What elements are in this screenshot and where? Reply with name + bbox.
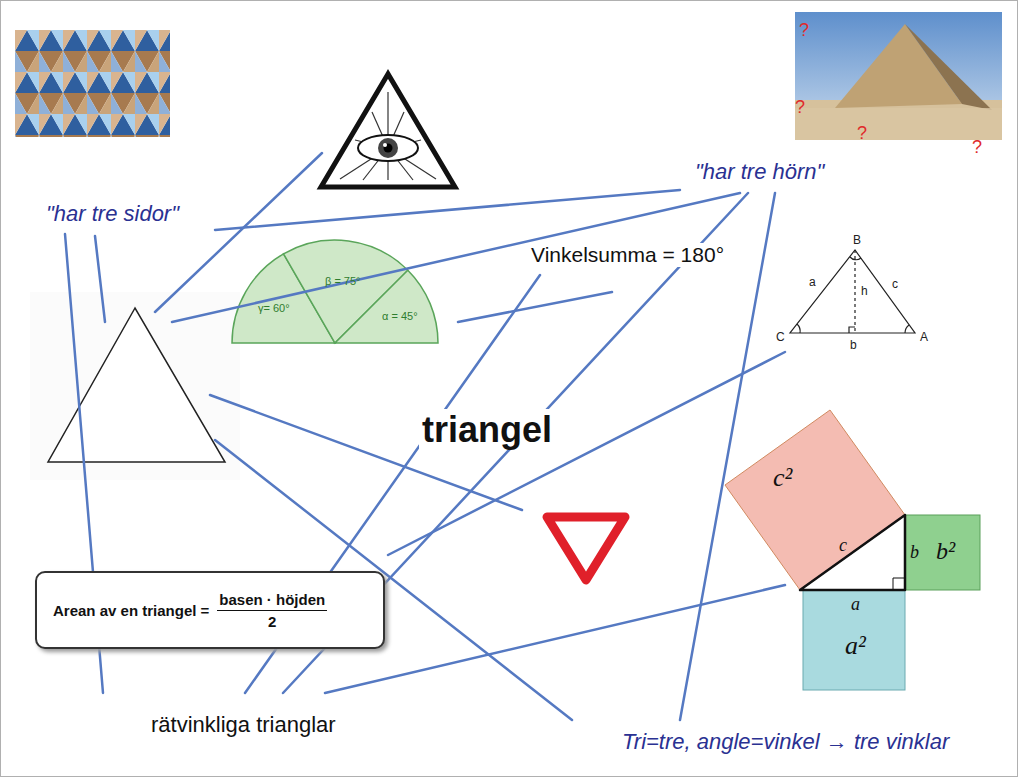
question-mark: ?	[857, 123, 867, 144]
yield-sign	[547, 517, 625, 580]
pythagoras-figure	[725, 410, 980, 690]
triangle-ground	[30, 292, 240, 480]
side-label: c	[839, 535, 847, 556]
concept-note: Tri=tre, angle=vinkel → tre vinklar	[619, 729, 952, 754]
vertex-label: A	[920, 331, 928, 345]
pyramid-photo	[795, 12, 1002, 140]
vertex-label: B	[853, 234, 861, 248]
vertex-label: a	[809, 276, 816, 290]
formula-text: Arean av en triangel =	[53, 602, 209, 619]
center-word: triangel	[419, 409, 555, 450]
fraction: basen · höjden2	[217, 591, 327, 630]
angle-wedges	[232, 240, 438, 343]
question-mark: ?	[795, 97, 805, 118]
concept-note: "har tre hörn"	[692, 159, 827, 184]
side-label: a²	[845, 631, 866, 661]
side-label: b	[910, 542, 919, 563]
concept-text: rätvinkliga trianglar	[148, 712, 339, 737]
angle-label: β = 75°	[325, 275, 361, 288]
side-label: a	[851, 594, 860, 615]
angle-label: γ= 60°	[258, 302, 290, 315]
eye-triangle-icon	[321, 74, 455, 187]
concept-note: "har tre sidor"	[43, 201, 182, 226]
triangle-shape	[48, 308, 225, 462]
side-label: b²	[936, 538, 955, 566]
side-label: c²	[773, 463, 792, 493]
fraction-numerator: basen · höjden	[217, 591, 327, 611]
question-mark: ?	[972, 137, 982, 158]
vertex-label: h	[861, 285, 868, 299]
vertex-label: c	[892, 278, 898, 292]
angle-label: α = 45°	[382, 310, 418, 323]
vertex-label: b	[850, 339, 857, 353]
concept-text: Vinkelsumma = 180°	[528, 243, 727, 267]
vertex-label: C	[776, 331, 785, 345]
fraction-denominator: 2	[268, 611, 276, 630]
tessellation-picture	[15, 30, 170, 137]
formula-box: Arean av en triangel = basen · höjden2	[35, 571, 385, 649]
labeled-triangle	[790, 250, 915, 333]
question-mark: ?	[799, 20, 809, 41]
